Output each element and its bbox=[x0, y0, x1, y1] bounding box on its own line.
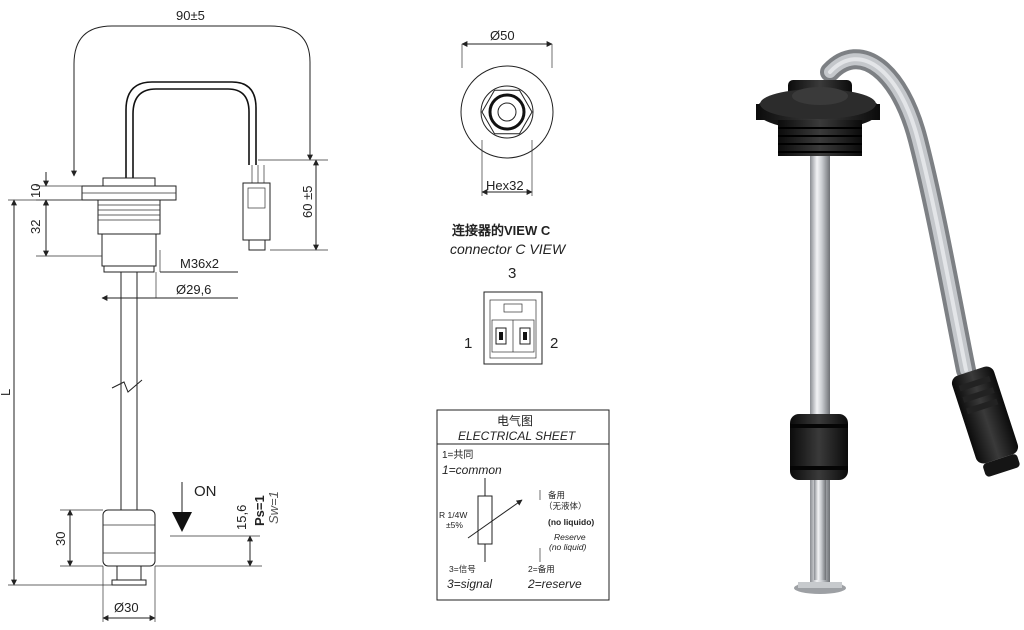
reserve2-en: 2=reserve bbox=[527, 577, 582, 591]
hex-nut bbox=[481, 89, 533, 135]
on-arrow-icon bbox=[172, 512, 192, 532]
connector-title-cn: 连接器的VIEW C bbox=[452, 223, 551, 238]
resistor-symbol bbox=[477, 495, 493, 545]
connector-body bbox=[242, 182, 271, 241]
sw-label: Sw=1 bbox=[266, 491, 281, 524]
signal-en: 3=signal bbox=[447, 577, 492, 591]
electrical-sheet: 电气图 ELECTRICAL SHEET 1=共同 1=common R 1/4… bbox=[436, 409, 610, 601]
reserve-en-2: (no liquid) bbox=[549, 542, 586, 552]
length-dim: L bbox=[0, 389, 13, 396]
reserve-cn: 备用 bbox=[548, 490, 565, 500]
flange-circle bbox=[460, 65, 554, 159]
thread-height-dim: 32 bbox=[28, 220, 43, 234]
float-height-dim: 30 bbox=[53, 532, 68, 546]
cable-outline bbox=[125, 81, 257, 178]
thread-dim: M36x2 bbox=[180, 256, 219, 271]
connector-face bbox=[483, 291, 543, 365]
pin-3-label: 3 bbox=[508, 265, 516, 282]
pin-2-label: 2 bbox=[550, 335, 558, 352]
sheet-title-en: ELECTRICAL SHEET bbox=[458, 429, 577, 443]
switch-height-dim: 15,6 bbox=[234, 505, 249, 530]
body-diameter-dim: Ø29,6 bbox=[176, 282, 211, 297]
side-view-drawing: 90±5 60 ±5 10 32 L M36x2 Ø29,6 ON bbox=[0, 8, 328, 622]
ps-label: Ps=1 bbox=[252, 495, 267, 526]
reserve-cn-2: （无液体） bbox=[544, 501, 587, 511]
rod-break-mark bbox=[111, 379, 143, 393]
signal-cn: 3=信号 bbox=[449, 564, 476, 574]
reserve2-cn: 2=备用 bbox=[528, 564, 555, 574]
connector-drop-dim: 60 ±5 bbox=[300, 186, 315, 218]
hex-dim: Hex32 bbox=[486, 178, 524, 193]
photo-connector bbox=[951, 366, 1020, 477]
float bbox=[102, 509, 156, 567]
flange-dim: 10 bbox=[28, 184, 43, 198]
float-diameter-dim: Ø30 bbox=[114, 600, 139, 615]
resistor-rating: R 1/4W bbox=[439, 510, 467, 520]
connector-title-en: connector C VIEW bbox=[450, 241, 567, 257]
pin-1-label: 1 bbox=[464, 335, 472, 352]
electrical-sheet-frame bbox=[436, 409, 610, 601]
on-label: ON bbox=[194, 483, 217, 500]
lower-body bbox=[101, 233, 157, 267]
reserve-en: Reserve bbox=[554, 532, 586, 542]
common-cn: 1=共同 bbox=[442, 449, 473, 461]
photo-thread bbox=[778, 120, 862, 156]
connector-wires bbox=[251, 165, 265, 183]
cable-gland bbox=[102, 177, 156, 187]
sheet-title-cn: 电气图 bbox=[497, 413, 533, 428]
cable-outline-inner bbox=[132, 88, 250, 178]
connector-view: 连接器的VIEW C connector C VIEW 3 1 2 bbox=[450, 223, 567, 365]
top-view-drawing: Ø50 Hex32 bbox=[460, 28, 554, 196]
resistor-tolerance: ±5% bbox=[446, 520, 463, 530]
top-diameter-dim: Ø50 bbox=[490, 28, 515, 43]
product-photo bbox=[756, 49, 1020, 594]
reserve-es: (no liquido) bbox=[548, 517, 594, 527]
photo-float bbox=[790, 414, 848, 480]
common-en: 1=common bbox=[442, 463, 502, 477]
cable-length-dim: 90±5 bbox=[176, 8, 205, 23]
